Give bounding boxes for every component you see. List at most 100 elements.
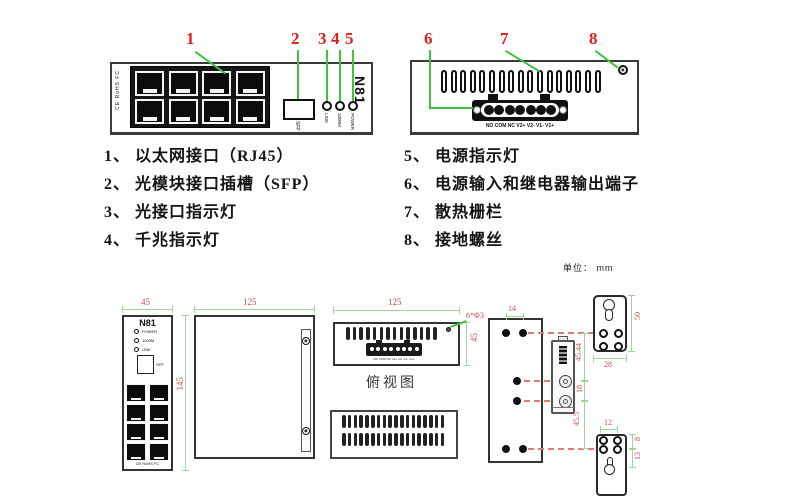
top-panel-illustration xyxy=(410,60,639,135)
vent-slot xyxy=(434,415,439,428)
terminal-pin xyxy=(402,347,406,351)
sfp-label: SFP xyxy=(294,121,300,131)
vent-slot xyxy=(342,433,346,446)
vent-slot xyxy=(342,415,346,428)
vent-slot xyxy=(419,327,424,340)
link-led-label: LINK xyxy=(142,347,151,352)
vent-slot xyxy=(556,70,563,93)
dim-line xyxy=(629,434,636,449)
callout-5: 5 xyxy=(345,29,354,48)
plate-hole xyxy=(612,444,622,454)
alignment-dash-line xyxy=(524,380,560,382)
terminal-track xyxy=(481,103,559,117)
leader-line-4 xyxy=(339,50,341,101)
dim-45-5: 45.5 xyxy=(572,412,581,426)
plate-hole xyxy=(613,328,623,338)
legend-item-2: 2、 光模块接口插槽（SFP） xyxy=(104,176,320,193)
dim-line xyxy=(581,333,588,381)
vent-slot xyxy=(527,70,534,93)
terminal-pin xyxy=(395,347,400,351)
callout-2: 2 xyxy=(291,29,300,48)
vent-slot xyxy=(399,327,404,340)
vent-grill xyxy=(441,70,607,94)
rj45-port xyxy=(126,384,146,402)
vent-slot xyxy=(382,415,387,428)
vent-slot xyxy=(371,433,375,446)
callout-3: 3 xyxy=(318,29,327,48)
dim-height-145: 145 xyxy=(175,377,185,391)
vent-slot xyxy=(417,433,421,446)
ground-screw xyxy=(618,65,628,75)
terminal-pin xyxy=(504,105,515,115)
terminal-tab xyxy=(540,94,550,101)
sfp-label: SFP xyxy=(156,362,164,367)
terminal-pin xyxy=(370,347,374,351)
vent-slot xyxy=(585,70,591,93)
vent-slot xyxy=(353,415,358,428)
terminal-tab xyxy=(376,340,382,343)
ground-screw xyxy=(446,327,451,332)
dim-line xyxy=(182,315,189,471)
dim-line xyxy=(581,401,588,449)
plate-hole xyxy=(598,435,608,445)
terminal-pin xyxy=(515,105,526,115)
vent-slot xyxy=(359,433,363,446)
sfp-slot xyxy=(283,99,315,120)
keyhole-slot xyxy=(605,309,613,321)
plate-hole xyxy=(613,341,623,351)
dim-line xyxy=(506,313,524,320)
vent-slot xyxy=(440,433,445,446)
hole-note: 6*Φ3 xyxy=(466,311,484,320)
terminal-pin xyxy=(382,347,387,351)
callout-6: 6 xyxy=(424,29,433,48)
leader-line-6 xyxy=(429,107,473,109)
terminal-ear-screw xyxy=(473,106,481,114)
rj45-port xyxy=(149,403,169,422)
rail-screw xyxy=(302,337,310,345)
gigabit-led-label: 1000M xyxy=(142,338,155,343)
dim-13: 13 xyxy=(633,452,642,460)
terminal-pinout-label: NO COM NC V2+ V2- V1- V1+ xyxy=(373,357,415,361)
vent-slot xyxy=(394,415,398,428)
vent-slot xyxy=(388,415,392,428)
cert-text: CE RoHS FC xyxy=(115,70,121,110)
vent-slot xyxy=(517,70,524,93)
top-view-caption: 俯视图 xyxy=(366,376,417,391)
plate-hole xyxy=(612,435,622,445)
mounting-hole xyxy=(519,329,527,337)
vent-slot xyxy=(359,327,363,340)
plate-hole xyxy=(598,341,608,351)
vent-slot xyxy=(433,327,437,340)
vent-slot xyxy=(413,327,417,340)
vent-slot xyxy=(479,70,486,93)
terminal-tab xyxy=(404,340,410,343)
dim-28: 28 xyxy=(604,360,612,369)
terminal-pinout-label: NO COM NC V2+ V2- V1- V1+ xyxy=(485,123,555,129)
vent-slot xyxy=(411,415,416,428)
dim-line xyxy=(463,322,470,366)
vent-slot xyxy=(400,415,404,428)
vent-slot xyxy=(546,70,553,93)
vent-slot xyxy=(366,327,370,340)
rj45-port xyxy=(168,99,198,124)
mounting-hole xyxy=(502,329,510,337)
vent-slot xyxy=(565,70,572,93)
vent-slot xyxy=(537,70,543,93)
rail-screw xyxy=(302,427,310,435)
vent-slot xyxy=(429,433,433,446)
dim-line xyxy=(581,381,588,401)
legend-item-4: 4、 千兆指示灯 xyxy=(104,232,221,249)
legend-item-6: 6、 电源输入和继电器输出端子 xyxy=(404,176,640,193)
vent-slot xyxy=(365,433,369,446)
din-clip-spring xyxy=(559,346,567,364)
vent-grill xyxy=(342,415,446,447)
dim-line xyxy=(593,355,627,362)
vent-slot xyxy=(371,415,375,428)
callout-4: 4 xyxy=(331,29,340,48)
vent-slot xyxy=(359,415,363,428)
terminal-pin xyxy=(414,347,419,351)
vent-slot xyxy=(376,433,381,446)
vent-slot xyxy=(440,415,445,428)
terminal-pin xyxy=(484,105,494,115)
mounting-hole xyxy=(502,445,510,453)
